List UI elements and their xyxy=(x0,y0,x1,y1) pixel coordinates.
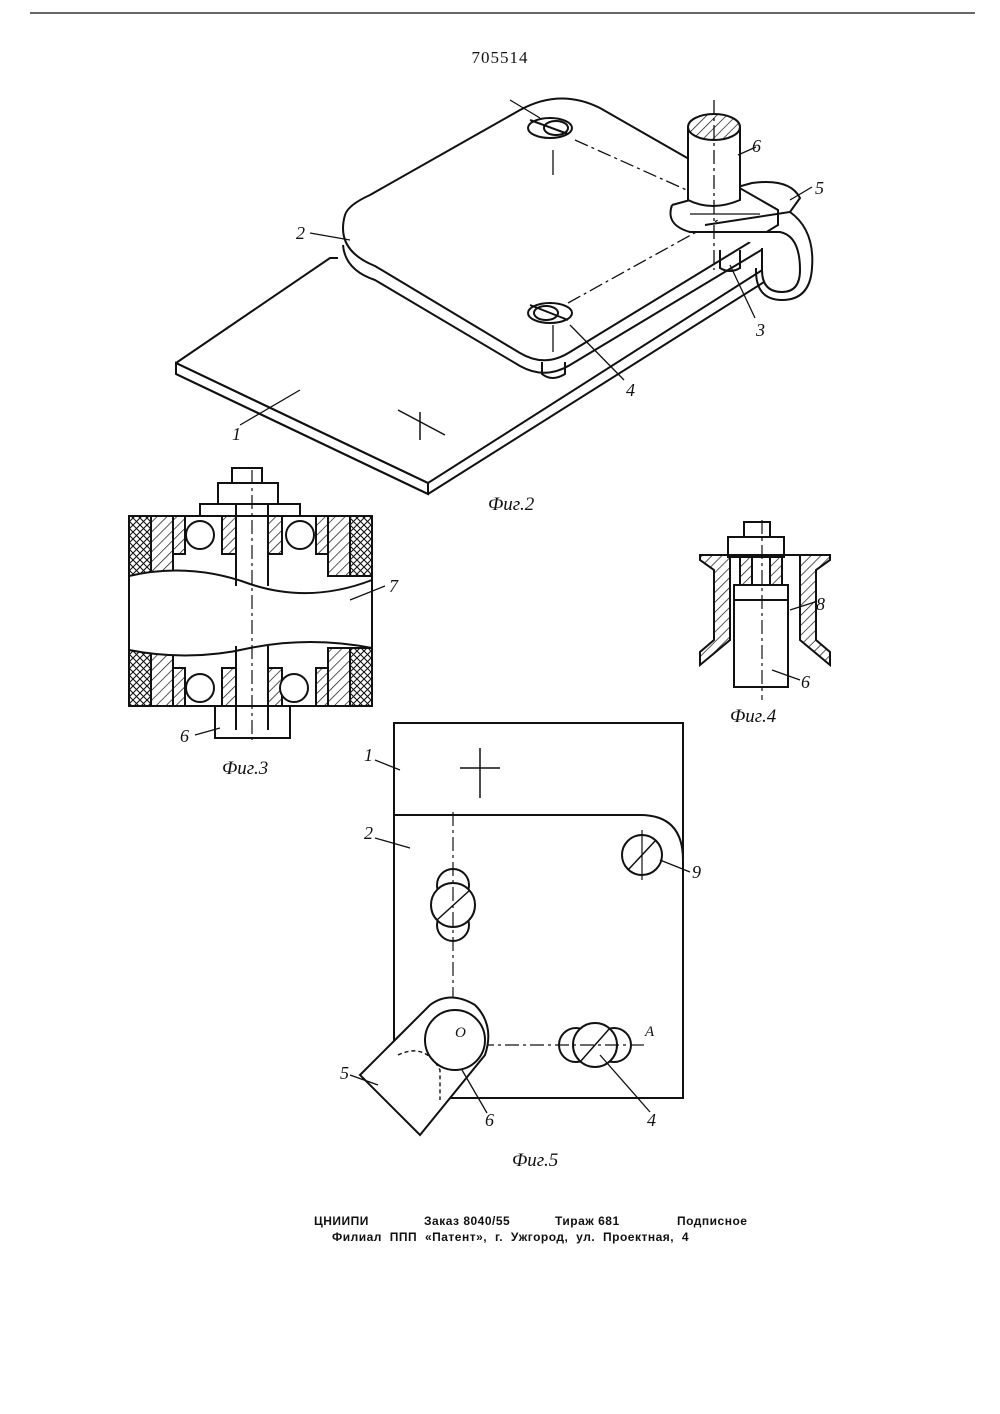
fig5-label-O: O xyxy=(455,1025,466,1042)
fig5-label-A: A xyxy=(645,1024,654,1041)
footer-address: Филиал ППП «Патент», г. Ужгород, ул. Про… xyxy=(332,1230,689,1244)
footer-order: Заказ 8040/55 xyxy=(424,1214,510,1228)
footer-run: Тираж 681 xyxy=(555,1214,620,1228)
fig5-label-1: 1 xyxy=(364,745,373,766)
fig2-label-4: 4 xyxy=(626,380,635,401)
fig5-label-2: 2 xyxy=(364,823,373,844)
fig5-label-4: 4 xyxy=(647,1110,656,1131)
fig5-label-9: 9 xyxy=(692,862,701,883)
fig3-label-7: 7 xyxy=(389,576,398,597)
figure-4-bushing-section xyxy=(700,520,830,700)
footer-type: Подписное xyxy=(677,1214,747,1228)
fig5-caption: Фиг.5 xyxy=(512,1150,558,1172)
fig3-label-6: 6 xyxy=(180,726,189,747)
fig2-label-5: 5 xyxy=(815,178,824,199)
fig2-label-6: 6 xyxy=(752,136,761,157)
fig3-caption: Фиг.3 xyxy=(222,758,268,780)
fig2-caption: Фиг.2 xyxy=(488,494,534,516)
fig4-caption: Фиг.4 xyxy=(730,706,776,728)
fig4-label-6: 6 xyxy=(801,672,810,693)
fig2-label-3: 3 xyxy=(756,320,765,341)
fig2-label-1: 1 xyxy=(232,424,241,445)
fig5-label-5: 5 xyxy=(340,1063,349,1084)
fig2-label-2: 2 xyxy=(296,223,305,244)
fig4-label-8: 8 xyxy=(816,594,825,615)
figure-3-roller-section xyxy=(129,468,385,740)
figure-5-plan-view xyxy=(350,723,690,1135)
figure-2-isometric-view xyxy=(176,98,812,494)
fig5-label-6: 6 xyxy=(485,1110,494,1131)
base-plate-1 xyxy=(176,258,428,494)
footer-org: ЦНИИПИ xyxy=(314,1214,369,1228)
